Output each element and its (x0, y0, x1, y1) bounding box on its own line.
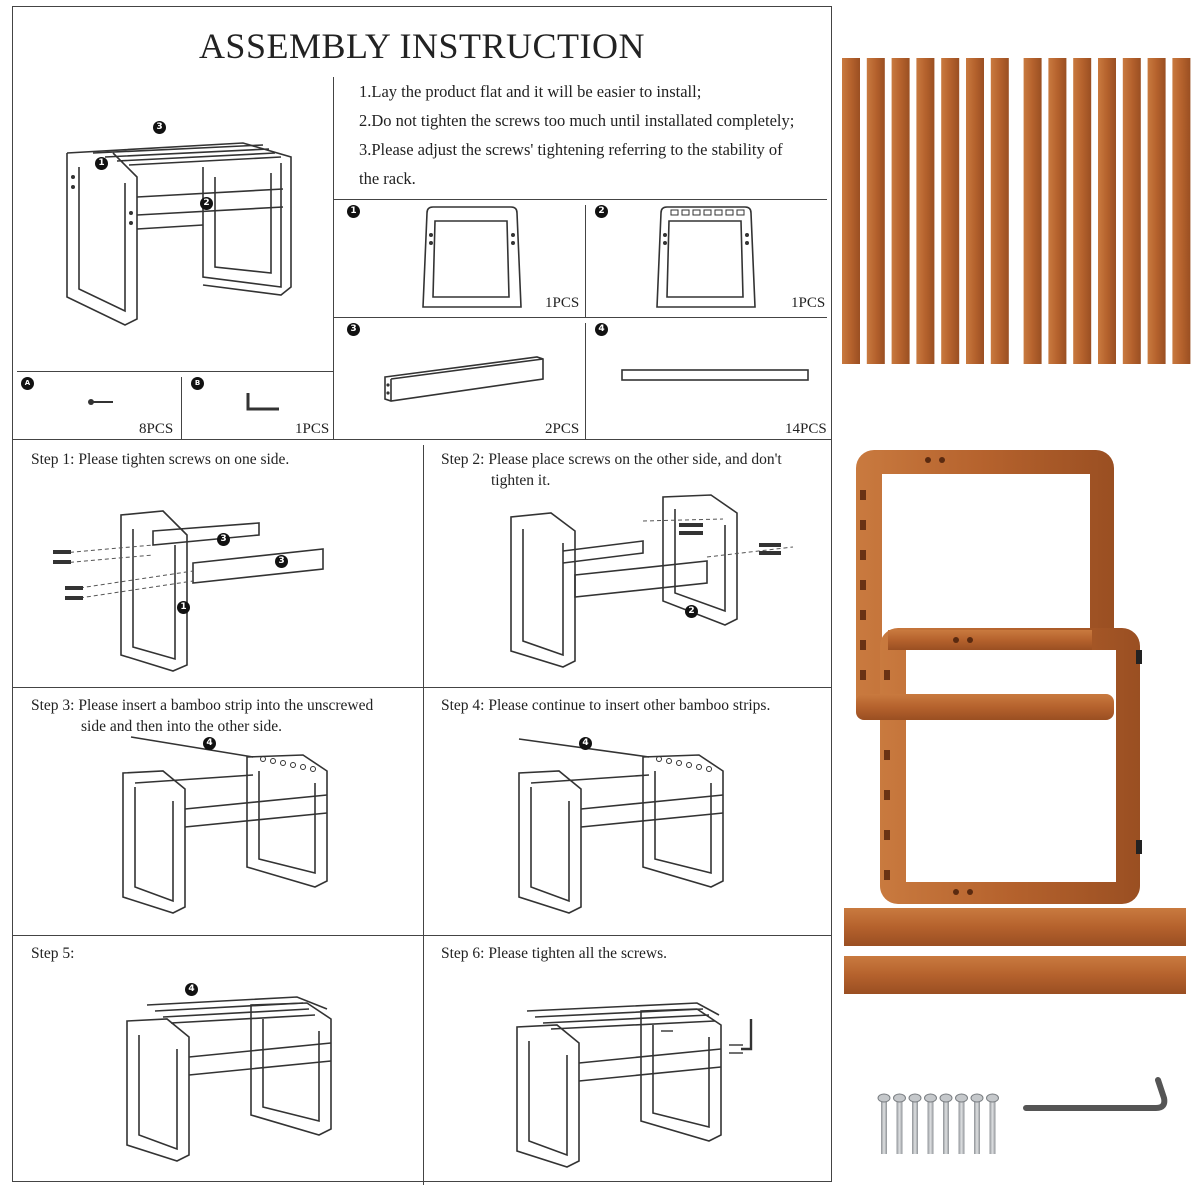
divider (585, 323, 586, 439)
note-2: 2.Do not tighten the screws too much unt… (359, 111, 795, 130)
bamboo-strip (941, 58, 960, 364)
divider (13, 687, 831, 688)
divider (181, 377, 182, 439)
step-4-text: Step 4: Please continue to insert other … (441, 697, 771, 714)
page-title: ASSEMBLY INSTRUCTION (198, 26, 646, 66)
screw (924, 1093, 937, 1154)
screw (970, 1093, 984, 1154)
divider (333, 199, 827, 200)
part-4-badge: 4 (595, 323, 608, 336)
step-5-diagram (126, 996, 332, 1162)
step-6-text: Step 6: Please tighten all the screws. (441, 945, 667, 962)
step-1-diagram (53, 510, 324, 672)
bamboo-strip (1098, 58, 1116, 364)
bamboo-strip (1048, 58, 1067, 364)
step-6-diagram (516, 1002, 753, 1168)
bamboo-strip-diagram (621, 369, 809, 381)
side-frame-front (856, 628, 1142, 904)
screw (877, 1093, 891, 1154)
part-1-badge: 1 (347, 205, 360, 218)
step-4-diagram (518, 738, 724, 914)
product-parts-photo (842, 58, 1191, 1154)
hardware-a-qty: 8PCS (139, 421, 174, 437)
part-2-qty: 1PCS (791, 295, 826, 311)
divider (333, 317, 827, 318)
callout-3: 3 (217, 533, 230, 546)
callout-4: 4 (203, 737, 216, 750)
side-frame-slotted-diagram (656, 206, 756, 308)
callout-1: 1 (95, 157, 108, 170)
callout-1: 1 (177, 601, 190, 614)
bamboo-strip (842, 58, 860, 364)
hardware-b-badge: B (191, 377, 204, 390)
step-2-text: Step 2: Please place screws on the other… (441, 451, 782, 489)
crossbar-diagram (384, 356, 544, 402)
screw (986, 1093, 999, 1154)
note-1: 1.Lay the product flat and it will be ea… (359, 82, 702, 101)
bamboo-strip (1073, 58, 1092, 364)
callout-2: 2 (685, 605, 698, 618)
side-frame-diagram (422, 206, 522, 308)
bamboo-strip (891, 58, 910, 364)
bamboo-strip (966, 58, 984, 364)
screw (939, 1093, 953, 1154)
step-1-text: Step 1: Please tighten screws on one sid… (31, 451, 290, 468)
screw (955, 1093, 968, 1154)
hex-key-photo (1023, 1077, 1168, 1111)
callout-4: 4 (579, 737, 592, 750)
bamboo-strip (1023, 58, 1042, 364)
assembled-stool-diagram (66, 142, 292, 326)
bamboo-strip (1147, 58, 1166, 364)
bamboo-strip (990, 58, 1009, 364)
step-2-diagram (510, 494, 794, 668)
screw (893, 1093, 906, 1154)
note-3-cont: the rack. (359, 169, 416, 188)
screw-icon (88, 399, 113, 405)
divider (13, 439, 831, 440)
step-3-text: Step 3: Please insert a bamboo strip int… (31, 697, 374, 735)
divider (585, 205, 586, 317)
callout-4: 4 (185, 983, 198, 996)
bamboo-strip (916, 58, 935, 364)
hardware-a-badge: A (21, 377, 34, 390)
part-3-badge: 3 (347, 323, 360, 336)
part-1-qty: 1PCS (545, 295, 580, 311)
part-2-badge: 2 (595, 205, 608, 218)
divider (13, 935, 831, 936)
divider (17, 371, 333, 372)
callout-3: 3 (153, 121, 166, 134)
note-3: 3.Please adjust the screws' tightening r… (359, 140, 783, 159)
hardware-b-qty: 1PCS (295, 421, 330, 437)
step-3-diagram (122, 736, 328, 914)
step-5-text: Step 5: (31, 945, 75, 962)
callout-3: 3 (275, 555, 288, 568)
crossbar (844, 908, 1186, 946)
instruction-sheet: ASSEMBLY INSTRUCTION 1.Lay the product f… (12, 6, 832, 1185)
part-4-qty: 14PCS (785, 421, 827, 437)
hex-key-icon (246, 393, 279, 411)
divider (333, 77, 334, 439)
bamboo-strip (1172, 58, 1191, 364)
crossbar (844, 956, 1186, 994)
part-3-qty: 2PCS (545, 421, 580, 437)
bamboo-strip (1122, 58, 1141, 364)
bamboo-strips (842, 58, 1191, 364)
bamboo-strip (866, 58, 885, 364)
screw (908, 1093, 922, 1154)
screws-photo (877, 1093, 999, 1154)
callout-2: 2 (200, 197, 213, 210)
divider (423, 445, 424, 1185)
